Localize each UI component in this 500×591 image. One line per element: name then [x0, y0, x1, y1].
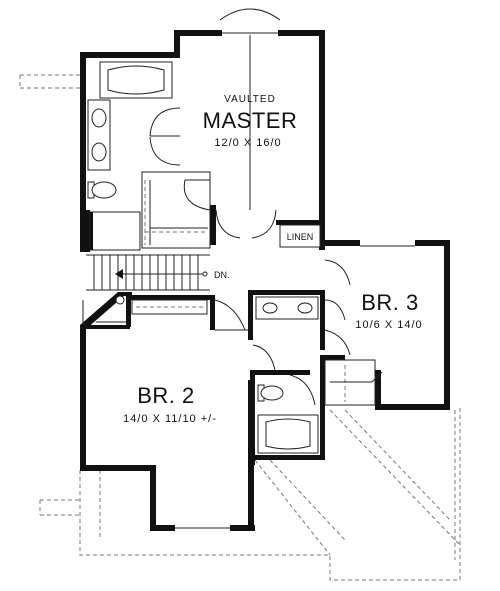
toilet-bowl-2	[260, 385, 284, 401]
roof-outline	[19, 74, 461, 581]
sink-1	[91, 108, 107, 128]
br2-dimensions: 14/0 X 11/10 +/-	[123, 413, 217, 425]
toilet-bowl	[91, 181, 117, 199]
linen-label: LINEN	[287, 232, 314, 242]
br2-room-name: BR. 2	[137, 383, 195, 408]
master-room-name: MASTER	[203, 108, 298, 133]
walls	[80, 30, 450, 531]
bathtub-2	[257, 414, 319, 454]
stair	[86, 254, 210, 291]
bay-window-arc	[219, 8, 281, 21]
br3-closet	[324, 245, 415, 406]
corner-closet	[96, 295, 126, 323]
br2-closet	[131, 299, 248, 331]
windows	[82, 32, 278, 529]
master-dimensions: 12/0 X 16/0	[214, 137, 281, 149]
stair-down-label: DN.	[214, 270, 230, 280]
hall-bath-fixtures	[252, 296, 319, 454]
vanity-counter-2	[255, 296, 319, 320]
master-doors	[149, 107, 277, 239]
br3-dimensions: 10/6 X 14/0	[355, 319, 422, 331]
master-vaulted-note: VAULTED	[224, 94, 276, 105]
walk-in-closet	[141, 171, 211, 249]
sink-2	[91, 142, 107, 162]
bathtub	[99, 61, 173, 99]
br3-room-name: BR. 3	[361, 290, 419, 315]
arrow-left-icon	[115, 269, 123, 279]
master-bath-fixtures	[87, 61, 173, 251]
linen-closet	[279, 224, 321, 248]
